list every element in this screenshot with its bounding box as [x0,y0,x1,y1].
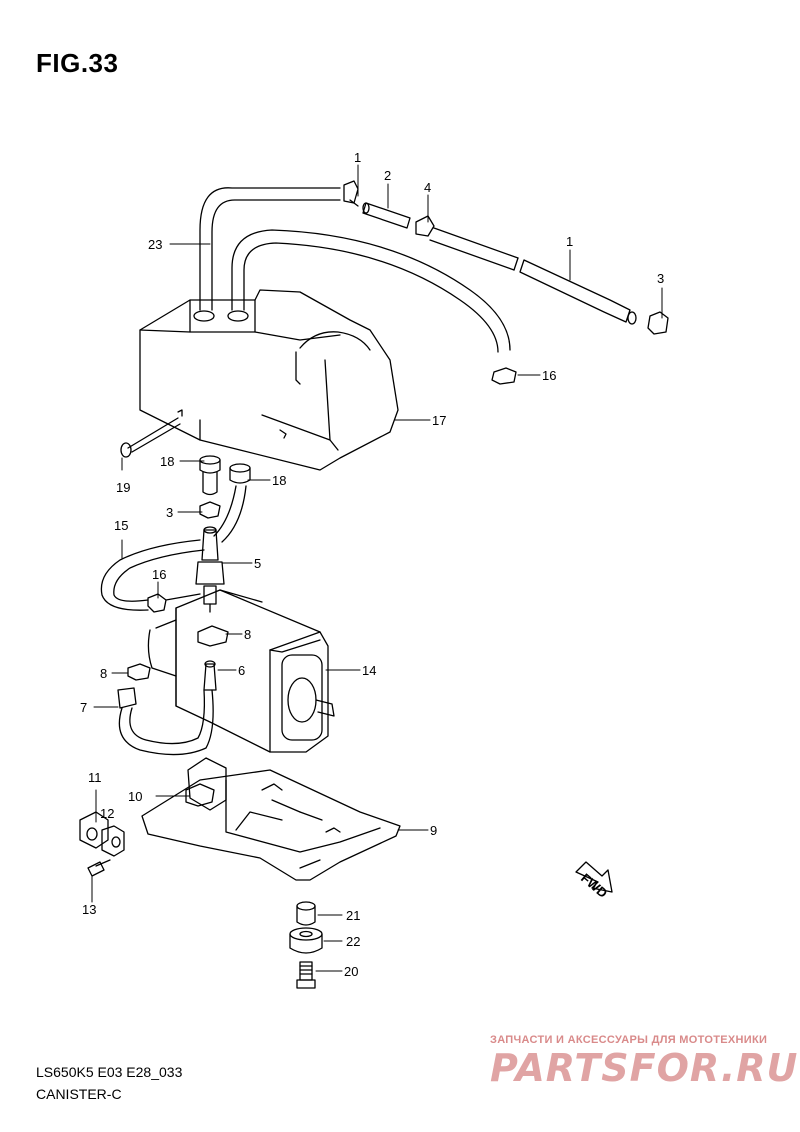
callout-12: 12 [100,806,114,821]
callout-5: 5 [254,556,261,571]
fitting-6 [203,660,217,691]
figure-title: FIG.33 [36,48,119,78]
callout-7: 7 [80,700,87,715]
fwd-label: FWD [578,870,610,901]
callout-6: 6 [238,663,245,678]
callout-9: 9 [430,823,437,838]
callout-labels: 1 2 4 1 3 23 16 17 18 18 19 3 5 15 16 8 … [80,150,664,979]
callout-20: 20 [344,964,358,979]
callout-8-upper: 8 [244,627,251,642]
grommet-18-b [229,463,251,484]
callout-18-a: 18 [160,454,174,469]
watermark-logo: PARTSFOR.RU [490,1046,799,1090]
collar-21 [296,901,316,926]
clamp-8-upper [197,625,229,647]
callout-3-mid: 3 [166,505,173,520]
callout-22: 22 [346,934,360,949]
callout-15: 15 [114,518,128,533]
valve-5 [195,526,225,613]
hose-7 [117,687,214,756]
callout-16-left: 16 [152,567,166,582]
clamp-16-right [491,367,517,385]
callout-4-b: 4 [424,180,431,195]
watermark-tagline: ЗАПЧАСТИ И АКСЕССУАРЫ ДЛЯ МОТОТЕХНИКИ [490,1034,768,1046]
callout-16-right: 16 [542,368,556,383]
canister-14 [147,589,335,753]
clamp-4-a [343,180,359,207]
callout-8-lower: 8 [100,666,107,681]
section-name: CANISTER-C [36,1086,122,1102]
clamp-4-b [415,215,435,237]
screw-13 [87,859,111,877]
bolt-20 [296,961,316,989]
bracket-10 [185,757,227,811]
plate-9 [141,769,401,881]
grommet-22 [289,927,323,954]
clamp-3-top [647,311,669,335]
callout-11: 11 [88,770,102,785]
callout-13: 13 [82,902,96,917]
callout-14: 14 [362,663,376,678]
grommet-18-a [199,455,221,496]
callout-19: 19 [116,480,130,495]
callout-1: 1 [566,234,573,249]
callout-2: 2 [384,168,391,183]
callout-4-a: 1 [354,150,361,165]
callout-17: 17 [432,413,446,428]
model-code: LS650K5 E03 E28_033 [36,1064,183,1080]
callout-21: 21 [346,908,360,923]
bolt-19 [120,417,181,458]
clamp-16-left [147,593,201,613]
hose-23 [199,187,511,353]
callout-18-b: 18 [272,473,286,488]
leader-lines [91,164,663,972]
callout-10: 10 [128,789,142,804]
clamp-8-lower [127,663,151,681]
fwd-arrow-icon [575,861,613,893]
clamp-3-mid [199,501,221,519]
callout-3-top: 3 [657,271,664,286]
hose-15 [100,539,205,611]
hose-1 [429,227,637,325]
callout-23: 23 [148,237,162,252]
joint-2 [362,202,411,229]
tank-17 [139,289,399,471]
